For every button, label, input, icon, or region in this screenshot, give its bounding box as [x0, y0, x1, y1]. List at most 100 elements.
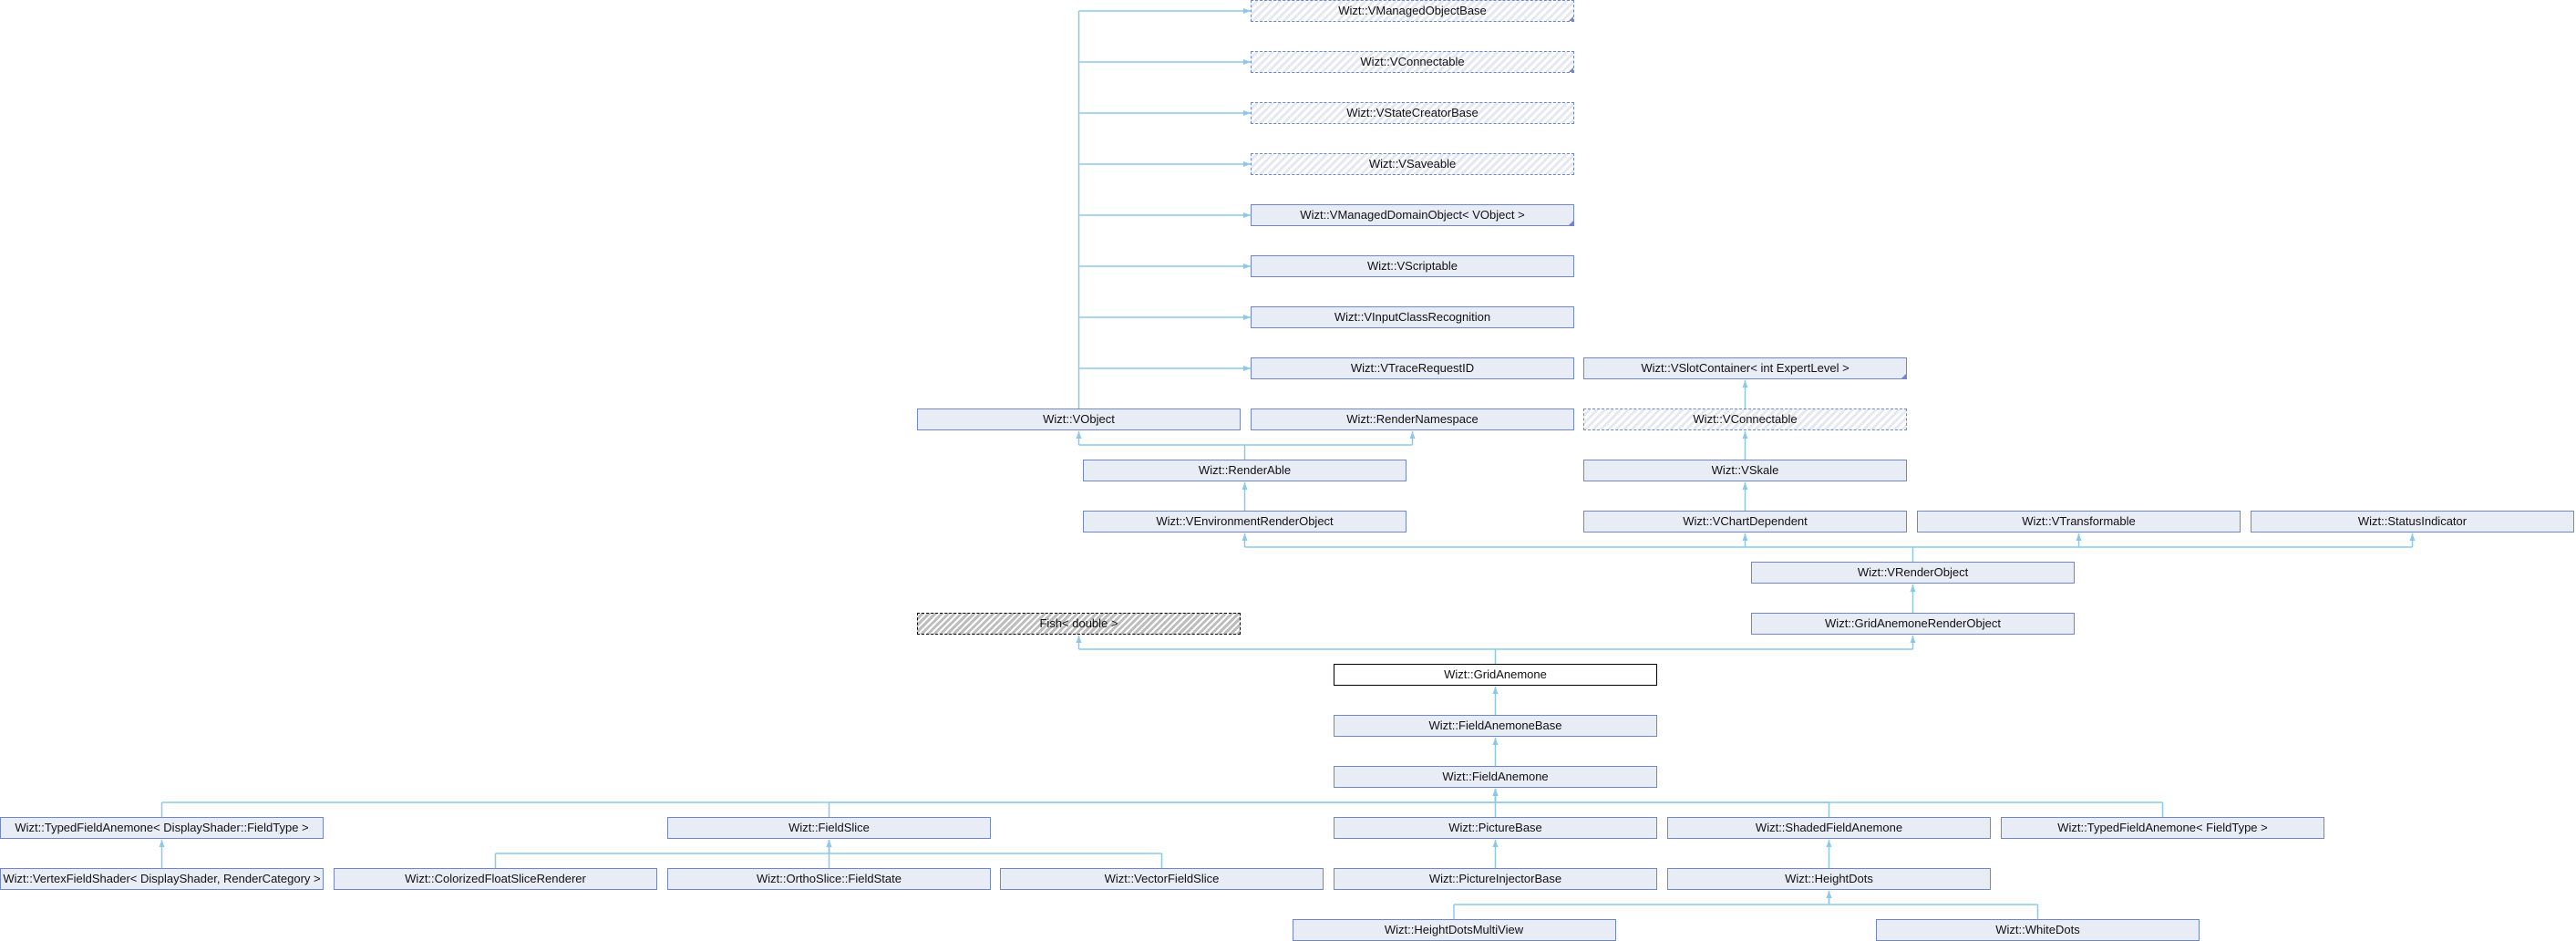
arrowhead-icon	[1492, 789, 1499, 796]
class-node[interactable]: Wizt::VObject	[917, 408, 1241, 430]
class-name: Wizt::VScriptable	[1367, 259, 1458, 273]
class-name: Wizt::HeightDots	[1785, 872, 1873, 885]
arrowhead-icon	[1492, 738, 1499, 745]
class-name: Wizt::TypedFieldAnemone< DisplayShader::…	[15, 821, 309, 834]
arrowhead-icon	[1910, 636, 1916, 643]
class-node[interactable]: Fish< double >	[917, 613, 1241, 635]
class-node[interactable]: Wizt::VRenderObject	[1751, 562, 2075, 584]
class-node[interactable]: Wizt::VScriptable	[1251, 255, 1574, 277]
arrowhead-icon	[1243, 264, 1251, 269]
class-name: Wizt::RenderNamespace	[1346, 412, 1479, 426]
class-name: Wizt::GridAnemone	[1444, 667, 1547, 681]
class-node[interactable]: Wizt::VSkale	[1583, 460, 1907, 481]
class-node[interactable]: Wizt::VEnvironmentRenderObject	[1083, 511, 1406, 533]
arrowhead-icon	[1076, 636, 1082, 643]
class-name: Wizt::StatusIndicator	[2357, 514, 2468, 528]
class-name: Wizt::PictureInjectorBase	[1428, 872, 1562, 885]
class-node[interactable]: Wizt::VInputClassRecognition	[1251, 306, 1574, 328]
arrowhead-icon	[1910, 584, 1916, 592]
class-node[interactable]: Wizt::VSaveable	[1251, 153, 1574, 175]
arrowhead-icon	[1243, 161, 1251, 167]
class-node[interactable]: Wizt::GridAnemone	[1334, 664, 1657, 686]
arrowhead-icon	[1242, 533, 1248, 541]
collapsed-corner-icon	[1569, 221, 1573, 225]
class-node[interactable]: Wizt::VTraceRequestID	[1251, 357, 1574, 379]
collapsed-corner-icon	[1569, 16, 1573, 21]
class-name: Wizt::VManagedObjectBase	[1338, 4, 1487, 17]
arrowhead-icon	[1742, 482, 1748, 490]
arrowhead-icon	[1742, 533, 1748, 541]
class-node[interactable]: Wizt::PictureInjectorBase	[1334, 868, 1657, 890]
class-node[interactable]: Wizt::VStateCreatorBase	[1251, 102, 1574, 124]
class-node[interactable]: Wizt::WhiteDots	[1876, 919, 2200, 941]
class-node[interactable]: Wizt::VConnectable	[1251, 51, 1574, 73]
class-node[interactable]: Wizt::TypedFieldAnemone< DisplayShader::…	[0, 817, 324, 839]
class-node[interactable]: Wizt::StatusIndicator	[2251, 511, 2574, 533]
class-node[interactable]: Wizt::HeightDotsMultiView	[1292, 919, 1616, 941]
class-node[interactable]: Wizt::VTransformable	[1917, 511, 2241, 533]
arrowhead-icon	[1243, 366, 1251, 371]
arrowhead-icon	[2409, 533, 2416, 541]
arrowhead-icon	[1243, 315, 1251, 320]
class-name: Wizt::FieldAnemone	[1442, 770, 1549, 783]
class-name: Wizt::VertexFieldShader< DisplayShader, …	[3, 872, 321, 885]
arrowhead-icon	[1409, 431, 1416, 439]
class-name: Wizt::FieldSlice	[788, 821, 870, 834]
class-name: Fish< double >	[1039, 616, 1118, 630]
class-name: Wizt::VInputClassRecognition	[1334, 310, 1491, 324]
class-node[interactable]: Wizt::VConnectable	[1583, 408, 1907, 430]
class-name: Wizt::VRenderObject	[1857, 565, 1969, 579]
class-name: Wizt::VConnectable	[1360, 55, 1465, 68]
class-name: Wizt::ShadedFieldAnemone	[1755, 821, 1903, 834]
arrowhead-icon	[1742, 431, 1748, 439]
class-node[interactable]: Wizt::RenderAble	[1083, 460, 1406, 481]
class-node[interactable]: Wizt::FieldAnemoneBase	[1334, 715, 1657, 737]
arrowhead-icon	[1243, 110, 1251, 116]
arrowhead-icon	[1243, 8, 1251, 14]
class-node[interactable]: Wizt::OrthoSlice::FieldState	[667, 868, 991, 890]
class-name: Wizt::VChartDependent	[1683, 514, 1808, 528]
class-node[interactable]: Wizt::FieldSlice	[667, 817, 991, 839]
class-name: Wizt::VObject	[1043, 412, 1115, 426]
class-node[interactable]: Wizt::VManagedDomainObject< VObject >	[1251, 204, 1574, 226]
class-name: Wizt::VStateCreatorBase	[1346, 106, 1479, 119]
class-node[interactable]: Wizt::PictureBase	[1334, 817, 1657, 839]
class-node[interactable]: Wizt::ColorizedFloatSliceRenderer	[334, 868, 657, 890]
arrowhead-icon	[1242, 482, 1248, 490]
class-name: Wizt::VTransformable	[2022, 514, 2136, 528]
class-node[interactable]: Wizt::VectorFieldSlice	[1000, 868, 1324, 890]
class-node[interactable]: Wizt::VChartDependent	[1583, 511, 1907, 533]
arrowhead-icon	[826, 840, 832, 847]
class-name: Wizt::VSlotContainer< int ExpertLevel >	[1641, 361, 1850, 375]
arrowhead-icon	[1492, 840, 1499, 847]
collapsed-corner-icon	[1901, 374, 1906, 378]
class-node[interactable]: Wizt::VManagedObjectBase	[1251, 0, 1574, 22]
arrowhead-icon	[1742, 380, 1748, 388]
class-node[interactable]: Wizt::HeightDots	[1667, 868, 1991, 890]
class-node[interactable]: Wizt::RenderNamespace	[1251, 408, 1574, 430]
class-node[interactable]: Wizt::GridAnemoneRenderObject	[1751, 613, 2075, 635]
class-name: Wizt::VTraceRequestID	[1350, 361, 1475, 375]
class-name: Wizt::VConnectable	[1693, 412, 1798, 426]
class-name: Wizt::PictureBase	[1448, 821, 1542, 834]
arrowhead-icon	[1243, 59, 1251, 65]
arrowhead-icon	[1243, 212, 1251, 218]
class-name: Wizt::GridAnemoneRenderObject	[1825, 616, 2001, 630]
class-node[interactable]: Wizt::VertexFieldShader< DisplayShader, …	[0, 868, 324, 890]
class-name: Wizt::HeightDotsMultiView	[1384, 923, 1524, 936]
class-name: Wizt::WhiteDots	[1995, 923, 2080, 936]
class-name: Wizt::VManagedDomainObject< VObject >	[1300, 208, 1525, 222]
class-name: Wizt::RenderAble	[1198, 463, 1292, 477]
class-name: Wizt::TypedFieldAnemone< FieldType >	[2057, 821, 2268, 834]
class-name: Wizt::VSaveable	[1368, 157, 1457, 171]
class-node[interactable]: Wizt::ShadedFieldAnemone	[1667, 817, 1991, 839]
class-node[interactable]: Wizt::TypedFieldAnemone< FieldType >	[2001, 817, 2324, 839]
arrowhead-icon	[1076, 431, 1082, 439]
class-name: Wizt::FieldAnemoneBase	[1428, 719, 1562, 732]
class-node[interactable]: Wizt::VSlotContainer< int ExpertLevel >	[1583, 357, 1907, 379]
class-name: Wizt::VectorFieldSlice	[1104, 872, 1220, 885]
class-node[interactable]: Wizt::FieldAnemone	[1334, 766, 1657, 788]
arrowhead-icon	[2076, 533, 2082, 541]
class-name: Wizt::ColorizedFloatSliceRenderer	[405, 872, 586, 885]
